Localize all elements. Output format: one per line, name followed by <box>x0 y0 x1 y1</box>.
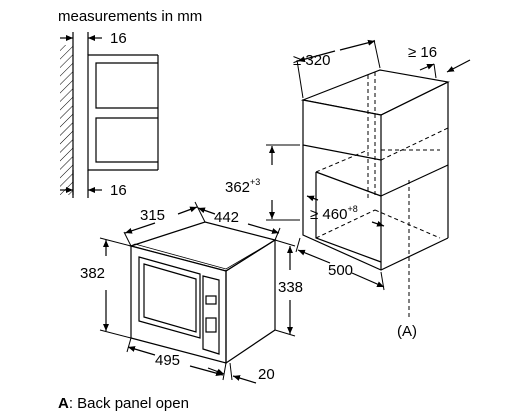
niche-width-tolerance: +8 <box>347 204 357 214</box>
niche-width-arrow-1 <box>306 195 319 202</box>
width-ext-2 <box>274 227 281 241</box>
side-view <box>60 32 159 198</box>
cabinet-hidden-edge-6 <box>315 209 376 239</box>
depth-min-arrow-2 <box>339 39 376 51</box>
cabinet-hidden-edge-3 <box>380 127 449 161</box>
appliance-width-label: 442 <box>214 209 239 226</box>
appliance-frame-edge <box>130 241 273 270</box>
cabinet-right-top-edge <box>380 81 449 116</box>
wall-hatch <box>60 45 73 195</box>
niche-height-tolerance: +3 <box>250 177 260 187</box>
niche-width-label: ≥ 460 <box>310 206 347 223</box>
niche-height-label: 362 <box>225 179 250 196</box>
niche-height-dimension: 362+3 <box>225 177 260 196</box>
frame-width-ext-2 <box>222 362 227 381</box>
niche-width-arrow-2 <box>371 220 385 227</box>
appliance-frame-thickness-label: 20 <box>258 366 275 383</box>
depth-arrow-1 <box>297 249 331 264</box>
cabinet-niche-shelf <box>380 164 449 197</box>
height-ext-2 <box>274 329 296 337</box>
thickness-ext <box>229 362 233 381</box>
frame-height-ext-1 <box>99 237 132 247</box>
frame-depth-ext-1 <box>123 231 132 247</box>
frame-depth-arrow-2 <box>177 206 198 215</box>
appliance-height-label: 338 <box>278 279 303 296</box>
cabinet-side-gap-label: ≥ 16 <box>408 44 437 61</box>
frame-depth-arrow-1 <box>124 222 156 234</box>
side-appliance-outline <box>87 54 158 171</box>
appliance-display <box>205 295 217 305</box>
appliance-side <box>225 238 276 365</box>
back-panel-marker: (A) <box>397 323 417 340</box>
appliance-door-glass <box>143 263 197 333</box>
appliance-button <box>205 317 217 333</box>
legend-key: A <box>58 395 69 412</box>
cabinet-niche-outline <box>302 145 449 271</box>
cabinet-hidden-edge-5 <box>315 149 369 173</box>
side-bottom-gap-label: 16 <box>110 182 127 199</box>
side-appliance-lower <box>95 117 158 163</box>
side-gap-ext <box>433 63 437 79</box>
appliance-control-panel <box>202 275 220 355</box>
frame-height-ext-2 <box>99 329 132 339</box>
cabinet <box>266 39 471 320</box>
cabinet-hidden-edge-7 <box>374 209 441 239</box>
appliance-door-window <box>138 256 201 339</box>
appliance <box>99 201 296 384</box>
diagram-title: measurements in mm <box>58 8 202 25</box>
legend-text: : Back panel open <box>69 395 189 412</box>
niche-width-dimension: ≥ 460+8 <box>310 204 358 223</box>
side-gap-arrow-2 <box>446 59 471 73</box>
width-arrow-1 <box>197 207 216 215</box>
frame-depth-ext-2 <box>194 201 206 223</box>
side-top-gap-label: 16 <box>110 30 127 47</box>
frame-width-arrow-2 <box>189 365 224 377</box>
side-gap-arrow-1 <box>419 63 435 71</box>
height-ext-1 <box>274 239 296 247</box>
depth-min-ext-1 <box>296 59 304 99</box>
depth-min-arrow-1 <box>297 50 336 63</box>
thickness-arrow-2 <box>232 375 257 384</box>
depth-arrow-2 <box>351 272 385 288</box>
depth-min-ext-2 <box>373 39 381 69</box>
width-arrow-2 <box>247 223 280 234</box>
side-appliance-upper <box>95 62 158 109</box>
legend: A: Back panel open <box>58 395 189 412</box>
appliance-frame-depth-label: 315 <box>140 207 165 224</box>
cabinet-depth-label: 500 <box>328 262 353 279</box>
cabinet-niche-shelf-front <box>315 171 382 197</box>
depth-ext-1 <box>295 237 301 253</box>
frame-width-arrow-1 <box>127 346 156 356</box>
appliance-frame-width-label: 495 <box>155 352 180 369</box>
thickness-arrow-1 <box>207 367 225 375</box>
cabinet-upper-front <box>302 99 382 161</box>
cabinet-depth-min-label: ≥ 320 <box>293 52 330 69</box>
appliance-frame-height-label: 382 <box>80 265 105 282</box>
frame-width-ext-1 <box>126 337 132 353</box>
